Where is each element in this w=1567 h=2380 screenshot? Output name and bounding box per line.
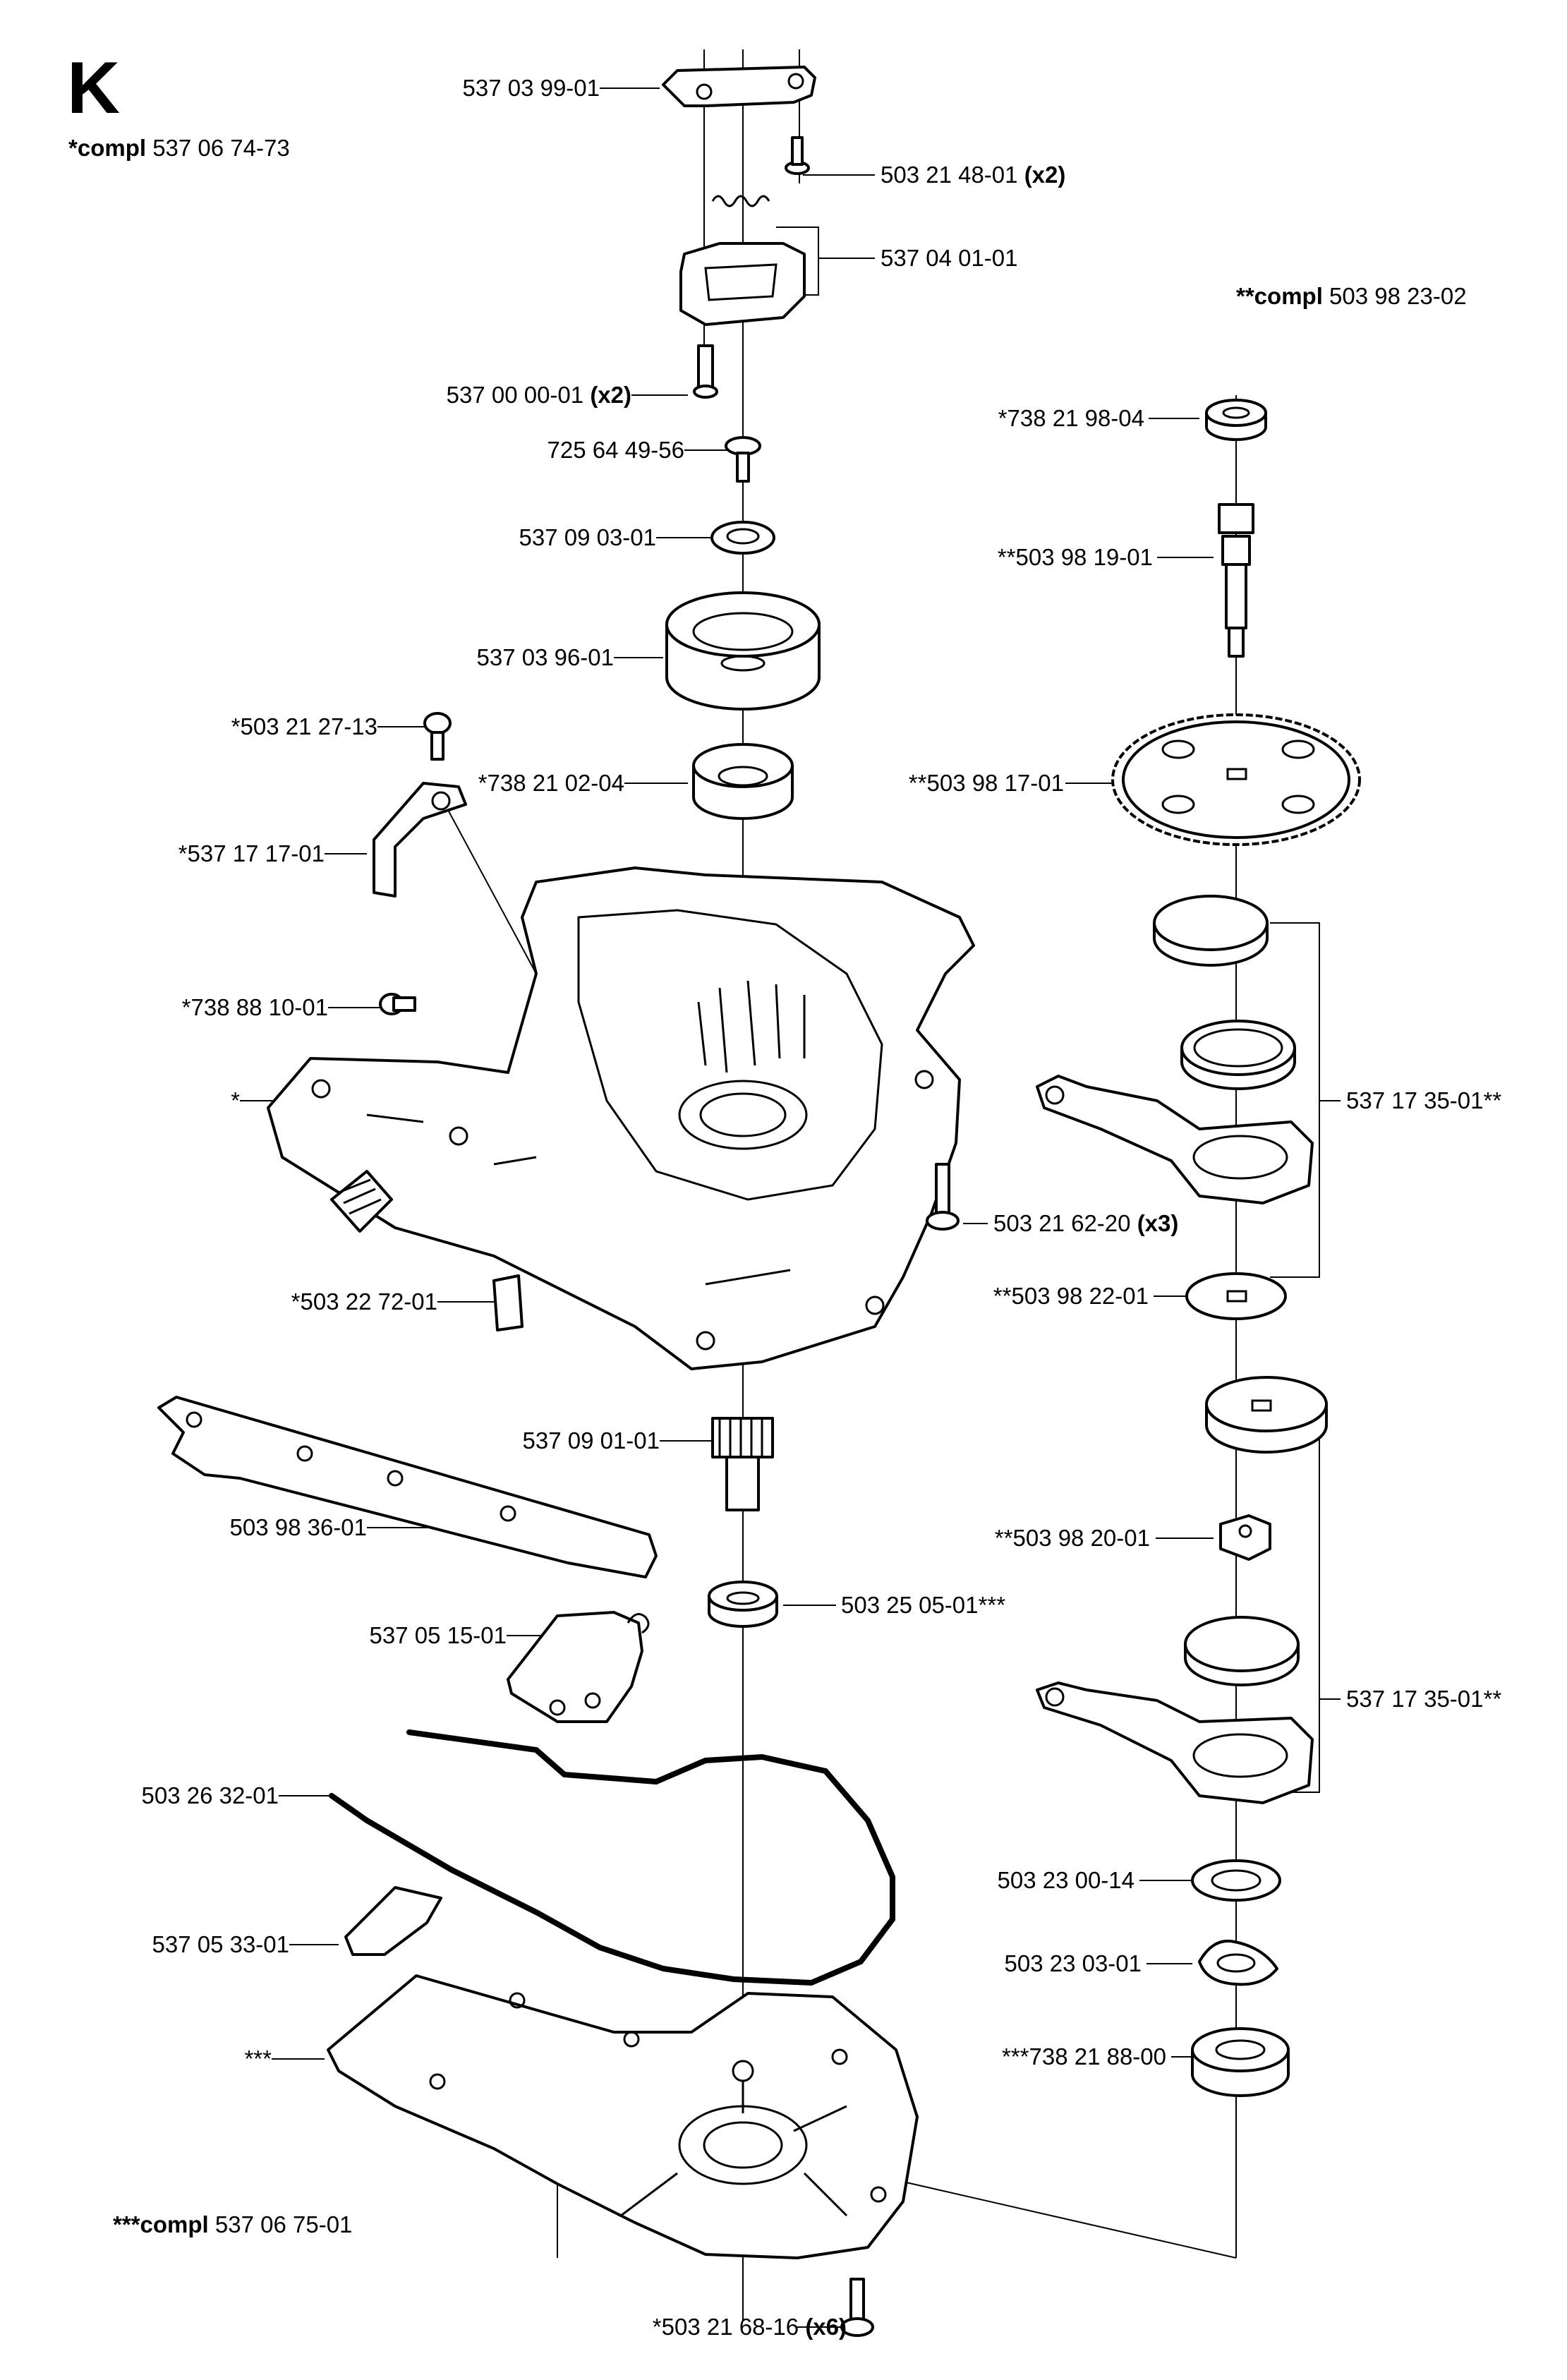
label-503-98-22-01: **503 98 22-01 bbox=[993, 1283, 1149, 1309]
label-503-98-36-01: 503 98 36-01 bbox=[229, 1514, 367, 1540]
label-503-98-19-01: **503 98 19-01 bbox=[997, 544, 1153, 570]
label-537-09-01-01: 537 09 01-01 bbox=[522, 1427, 660, 1454]
label-738-21-98-04: *738 21 98-04 bbox=[998, 405, 1144, 431]
label-537-03-96-01: 537 03 96-01 bbox=[476, 644, 614, 670]
label-503-23-03-01: 503 23 03-01 bbox=[1004, 1950, 1142, 1976]
label-503-21-48-01: 503 21 48-01 (x2) bbox=[881, 162, 1066, 188]
assembly-label-3: ***compl 537 06 75-01 bbox=[113, 2211, 353, 2237]
label-503-22-72-01: *503 22 72-01 bbox=[291, 1288, 437, 1315]
part-503-26-32-01 bbox=[329, 1729, 895, 1986]
part-503-98-19-01 bbox=[1218, 503, 1254, 658]
part-503-98-20-01 bbox=[1219, 1514, 1271, 1561]
part-537-03-99-01 bbox=[662, 66, 816, 107]
label-503-98-17-01: **503 98 17-01 bbox=[908, 770, 1064, 796]
label-537-05-33-01: 537 05 33-01 bbox=[152, 1931, 289, 1957]
label-503-23-00-14: 503 23 00-14 bbox=[997, 1867, 1135, 1893]
label-537-00-00-01: 537 00 00-01 (x2) bbox=[446, 382, 631, 408]
part-537-04-01-01 bbox=[679, 195, 806, 326]
label-738-21-88-00: ***738 21 88-00 bbox=[1001, 2043, 1166, 2070]
part-503-98-36-01 bbox=[157, 1396, 658, 1578]
label-537-17-35-01-a: 537 17 35-01** bbox=[1346, 1087, 1502, 1113]
label-537-17-35-01-b: 537 17 35-01** bbox=[1346, 1686, 1502, 1712]
label-503-25-05-01: 503 25 05-01*** bbox=[841, 1592, 1006, 1618]
part-738-88-10-01 bbox=[379, 993, 416, 1015]
label-star: * bbox=[231, 1087, 240, 1113]
part-537-05-15-01 bbox=[507, 1611, 650, 1723]
part-503-21-48-01 bbox=[785, 136, 810, 175]
assembly-label-1: *compl 537 06 74-73 bbox=[68, 135, 290, 161]
part-537-17-17-01 bbox=[373, 782, 467, 898]
part-537-05-33-01 bbox=[344, 1886, 442, 1956]
part-537-03-96-01 bbox=[665, 591, 821, 711]
part-503-25-05-01 bbox=[708, 1581, 778, 1628]
label-537-04-01-01: 537 04 01-01 bbox=[881, 245, 1018, 271]
label-503-21-62-20: 503 21 62-20 (x3) bbox=[993, 1210, 1179, 1236]
crankcase-housing bbox=[267, 866, 975, 1370]
part-738-21-02-04 bbox=[692, 743, 794, 820]
part-725-64-49-56 bbox=[725, 436, 761, 483]
part-503-98-17-01 bbox=[1111, 713, 1361, 846]
label-triple-star: *** bbox=[244, 2046, 272, 2072]
label-537-03-99-01: 537 03 99-01 bbox=[462, 75, 600, 101]
part-503-98-22-01 bbox=[1185, 1272, 1287, 1320]
part-503-21-62-20 bbox=[926, 1163, 960, 1231]
label-738-21-02-04: *738 21 02-04 bbox=[478, 770, 624, 796]
lower-cover bbox=[327, 1974, 919, 2259]
label-503-21-27-13: *503 21 27-13 bbox=[231, 713, 377, 739]
part-503-21-68-16 bbox=[840, 2278, 874, 2337]
assembly-label-2: **compl 503 98 23-02 bbox=[1236, 283, 1467, 309]
part-503-98-20-01-upper-disc bbox=[1205, 1376, 1328, 1454]
section-letter: K bbox=[67, 47, 121, 129]
part-503-23-00-14 bbox=[1191, 1859, 1281, 1902]
part-537-00-00-01 bbox=[693, 344, 718, 399]
label-725-64-49-56: 725 64 49-56 bbox=[547, 437, 684, 463]
label-503-21-68-16: *503 21 68-16 (x6) bbox=[652, 2314, 847, 2340]
part-537-17-35-01-upper bbox=[1036, 895, 1314, 1204]
label-503-26-32-01: 503 26 32-01 bbox=[141, 1782, 279, 1808]
part-537-09-03-01 bbox=[710, 521, 775, 555]
part-503-21-27-13 bbox=[423, 712, 452, 761]
part-738-21-88-00 bbox=[1191, 2027, 1290, 2097]
label-738-88-10-01: *738 88 10-01 bbox=[181, 994, 328, 1020]
label-537-05-15-01: 537 05 15-01 bbox=[369, 1622, 507, 1648]
part-537-09-01-01 bbox=[711, 1417, 774, 1511]
label-537-17-17-01: *537 17 17-01 bbox=[178, 840, 325, 866]
label-503-98-20-01: **503 98 20-01 bbox=[994, 1525, 1150, 1551]
part-503-22-72-01 bbox=[492, 1274, 524, 1331]
part-503-23-03-01 bbox=[1198, 1939, 1278, 1986]
part-537-17-35-01-lower bbox=[1036, 1616, 1314, 1804]
part-738-21-98-04 bbox=[1205, 399, 1267, 441]
label-537-09-03-01: 537 09 03-01 bbox=[519, 524, 656, 550]
